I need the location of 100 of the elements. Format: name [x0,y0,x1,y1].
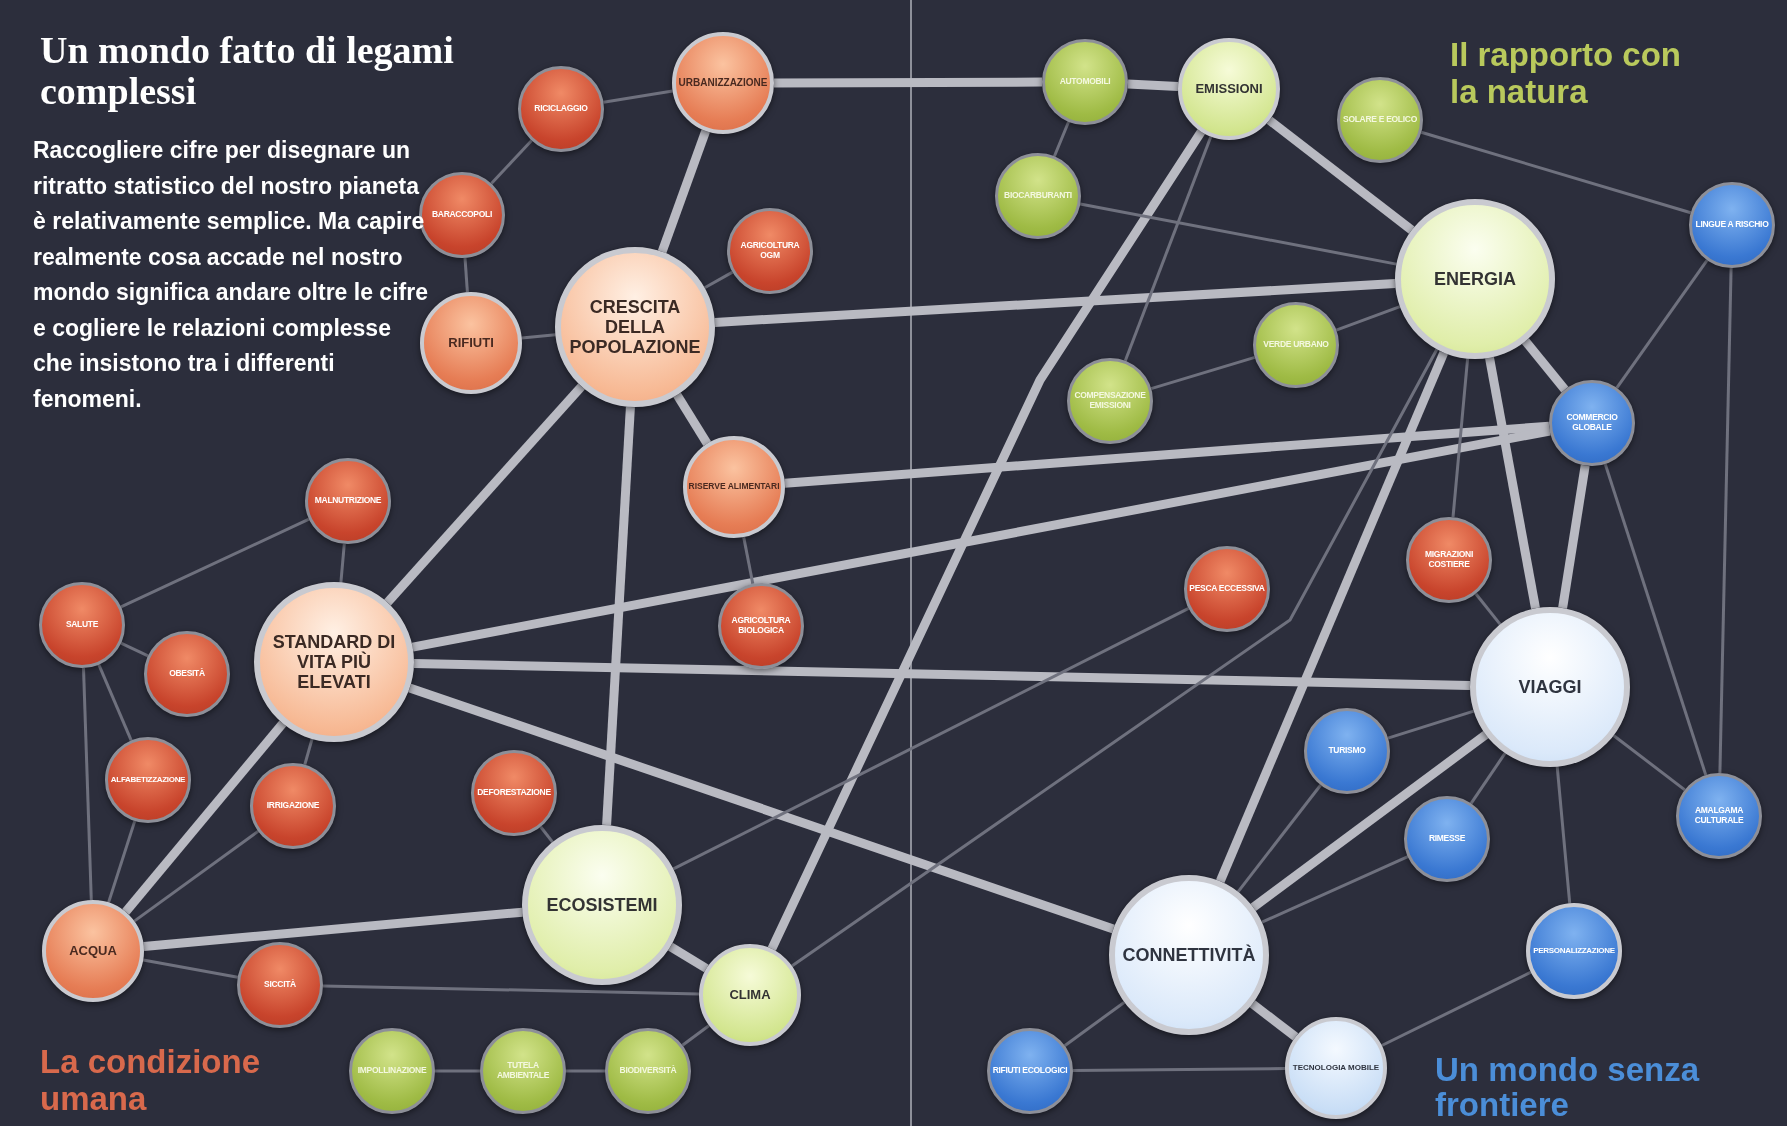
bubble-label: MIGRAZIONI COSTIERE [1424,550,1474,570]
connection-line [1615,259,1709,389]
bubble-label: CONNETTIVITÀ [1122,944,1256,966]
topic-bubble [1337,77,1423,163]
connection-line [133,830,260,923]
bubble-label: AMALGAMA CULTURALE [1693,806,1745,826]
connection-line [1469,752,1507,805]
section-heading: Un mondo senza frontiere [1435,1052,1701,1122]
connection-line [97,664,133,741]
bubble-label: VIAGGI [1518,676,1582,698]
bubble-label: BARACCOPOLI [432,210,492,220]
bubble-label: SOLARE E EOLICO [1343,115,1417,125]
topic-bubble [305,458,391,544]
connection-line [120,641,149,658]
topic-bubble [1676,773,1762,859]
connection-line [142,958,238,979]
connection-line [566,1069,605,1073]
connection-line [1063,1001,1126,1047]
connection-line [1555,766,1572,904]
connection-line [1474,592,1502,626]
bubble-label: MALNUTRIZIONE [314,496,382,506]
topic-bubble [105,737,191,823]
bubble-label: TURISMO [1328,746,1366,756]
connection-line [714,279,1396,327]
topic-bubble [1304,708,1390,794]
topic-bubble [144,631,230,717]
connection-line [122,720,287,915]
topic-bubble [480,1028,566,1114]
topic-bubble [1067,358,1153,444]
connection-line [82,667,93,901]
bubble-label: IMPOLLINAZIONE [357,1066,427,1076]
connection-line [1053,121,1070,157]
connection-line [413,659,1471,690]
bubble-label: IRRIGAZIONE [266,801,320,811]
section-heading: La condizione umana [40,1043,261,1117]
connection-line [602,406,635,826]
bubble-label: RICICLAGGIO [534,104,588,114]
bubble-label: LINGUE A RISCHIO [1695,220,1769,230]
bubble-label: COMPENSAZIONE EMISSIONI [1073,391,1147,411]
connection-line [703,270,734,290]
connection-line [767,129,1205,951]
bubble-label: RIMESSE [1428,834,1466,844]
topic-bubble [987,1028,1073,1114]
topic-bubble [1184,546,1270,632]
connection-line [791,348,1439,968]
connection-line [107,820,137,903]
connection-line [490,139,533,185]
connection-line [1451,358,1470,518]
topic-bubble [1689,182,1775,268]
bubble-label: BIOCARBURANTI [1004,191,1072,201]
connection-line [435,1069,480,1073]
connection-line [742,536,755,585]
topic-bubble [1042,39,1128,125]
bubble-label: ALFABETIZZAZIONE [110,775,186,785]
bubble-label: TECNOLOGIA MOBILE [1292,1063,1380,1073]
connection-line [1073,1067,1285,1073]
title: Un mondo fatto di legami complessi [40,30,455,112]
topic-bubble [605,1028,691,1114]
bubble-label: URBANIZZAZIONE [678,77,768,89]
connection-line [408,683,1115,934]
topic-bubble [39,582,125,668]
section-heading: Il rapporto con la natura [1450,36,1682,110]
connection-line [1266,116,1415,234]
bubble-label: PERSONALIZZAZIONE [1533,946,1615,956]
connection-line [120,517,310,609]
topic-bubble [727,208,813,294]
connection-line [1123,136,1213,362]
connection-line [303,738,314,765]
connection-line [657,129,710,254]
connection-line [384,383,585,606]
bubble-label: CLIMA [729,987,771,1003]
connection-line [1381,970,1532,1047]
topic-bubble [42,900,144,1002]
connection-line [1612,734,1686,792]
connection-line [1558,464,1590,609]
bubble-label: RISERVE ALIMENTARI [688,482,780,492]
topic-bubble [995,153,1081,239]
connection-line [1261,855,1409,924]
bubble-label: ACQUA [69,943,117,959]
bubble-label: AUTOMOBILI [1059,77,1111,87]
connection-line [1127,79,1179,91]
bubble-label: EMISSIONI [1195,81,1263,97]
connection-line [1236,784,1322,893]
connection-line [784,421,1550,488]
connection-line [681,1024,710,1047]
connection-line [673,392,712,446]
topic-bubble [349,1028,435,1114]
connection-line [603,89,673,104]
connection-line [1335,305,1401,332]
connection-line [1603,463,1708,776]
bubble-label: BIODIVERSITÀ [619,1066,677,1076]
bubble-label: SICCITÀ [264,980,296,990]
bubble-label: AGRICOLTURA OGM [739,241,801,261]
topic-bubble [250,763,336,849]
bubble-label: COMMERCIO GLOBALE [1565,413,1619,433]
connection-line [1250,731,1489,911]
topic-bubble [1549,380,1635,466]
connection-line [143,907,523,951]
topic-bubble [699,944,801,1046]
bubble-label: OBESITÀ [169,669,205,679]
